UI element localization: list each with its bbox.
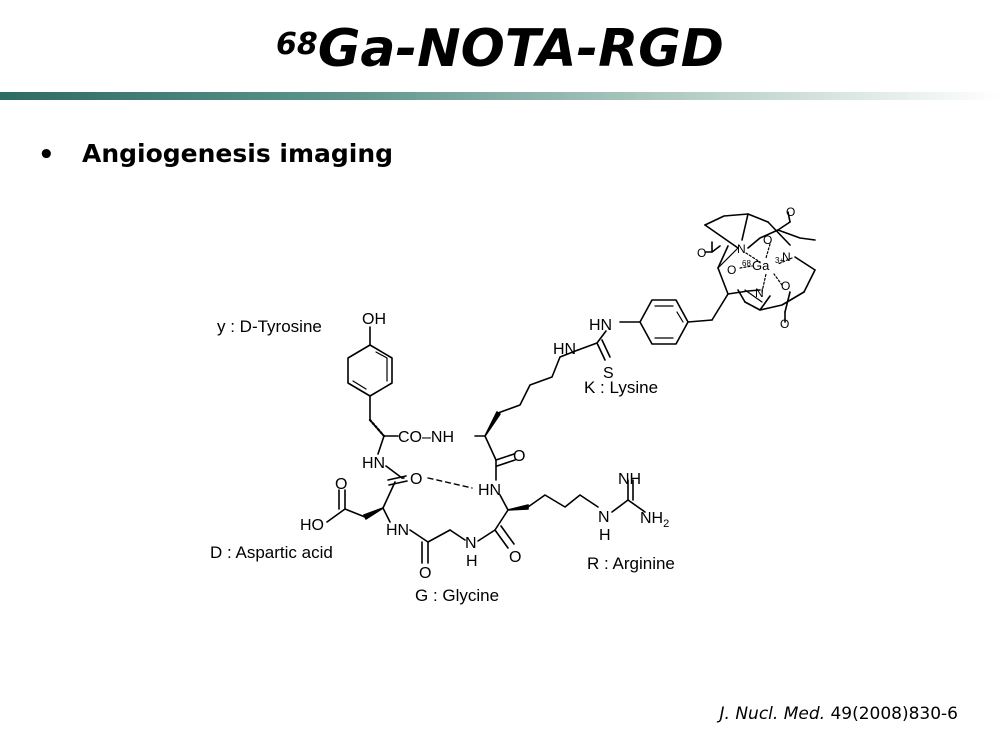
cage-n-3: N [755,286,764,300]
atom-nh-guanidine: NH [618,471,641,488]
bullet-text: Angiogenesis imaging [82,139,394,168]
atom-hn-thiourea-1: HN [589,317,612,334]
atom-ho-acid: HO [300,517,324,534]
cage-n-2: N [782,250,791,264]
atom-hn-hbond: HN [478,482,501,499]
atom-oh: OH [362,311,386,328]
atom-co-nh: CO–NH [398,429,454,446]
atom-h-glycine: H [466,553,478,570]
citation: J. Nucl. Med. 49(2008)830-6 [720,704,958,724]
gallium-charge: 3+ [775,256,784,265]
cage-o-2: O [697,246,706,260]
gallium-atom: Ga [752,258,770,273]
atom-hn-thiourea-2: HN [553,341,576,358]
citation-reference: 49(2008)830-6 [830,704,958,724]
atom-n-guanidine: N [598,509,610,526]
cage-o-3: O [763,233,772,247]
cage-n-1: N [737,242,746,256]
citation-journal: J. Nucl. Med. [719,704,826,724]
label-tyrosine: y : D-Tyrosine [217,317,322,336]
tyrosine-ring [347,344,393,397]
cage-o-4: O [727,263,736,277]
atom-o-glycine: O [419,565,431,582]
bullet-icon: • [38,140,55,170]
cage-o-6: O [780,317,789,331]
atom-n-glycine: N [465,535,477,552]
atom-hn-left: HN [362,455,385,472]
gallium-mass-number: 68 [742,259,751,268]
title-mass-number: 68 [276,27,318,62]
slide-title: 68Ga-NOTA-RGD [0,14,1000,84]
cage-o-1: O [786,205,795,219]
label-lysine: K : Lysine [584,378,658,397]
label-glycine: G : Glycine [415,586,499,605]
atom-o-acid: O [335,476,347,493]
atom-o-lysine: O [513,448,525,465]
atom-o-arginine: O [509,549,521,566]
atom-nh2: NH2 [640,510,669,530]
title-text: Ga-NOTA-RGD [317,19,724,79]
atom-s: S [603,365,614,382]
atom-o-hbond: O [410,471,422,488]
atom-hn-aspartic: HN [386,522,409,539]
title-underline-bar [0,92,1000,100]
cage-o-5: O [781,279,790,293]
label-arginine: R : Arginine [587,554,675,573]
atom-h-guanidine: H [599,527,611,544]
label-aspartic-acid: D : Aspartic acid [210,543,333,562]
